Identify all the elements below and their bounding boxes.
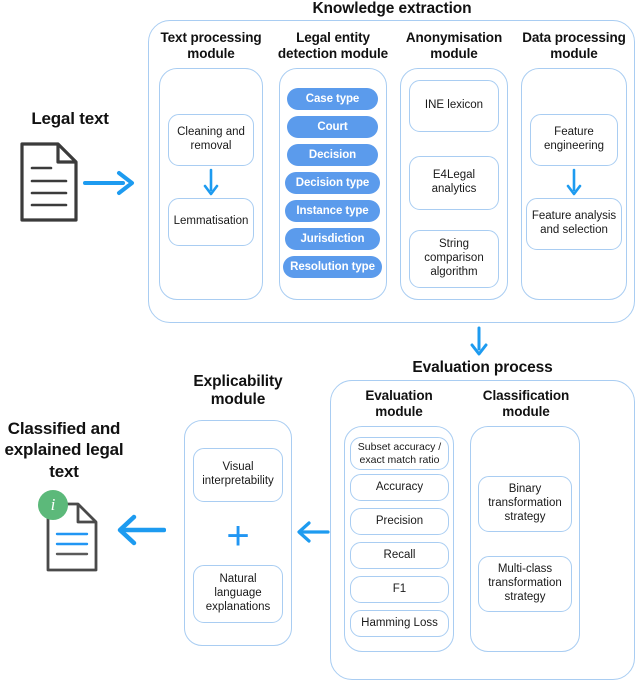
arrow-knowledge-to-evaluation-icon — [468, 326, 490, 358]
info-badge: i — [38, 490, 68, 520]
metric-accuracy[interactable]: Accuracy — [350, 474, 449, 501]
item-feature-engineering[interactable]: Feature engineering — [530, 114, 618, 166]
arrow-cleaning-to-lemmatisation-icon — [202, 168, 220, 198]
item-lemmatisation[interactable]: Lemmatisation — [168, 198, 254, 246]
explicability-module-title: Explicability module — [193, 373, 283, 409]
pill-court[interactable]: Court — [287, 116, 378, 138]
arrow-feature-engineering-to-analysis-icon — [565, 168, 583, 198]
pill-case-type[interactable]: Case type — [287, 88, 378, 110]
arrow-input-to-knowledge-icon — [83, 168, 135, 198]
module-title-data-processing: Data processing module — [522, 30, 626, 62]
item-e4legal-analytics[interactable]: E4Legal analytics — [409, 156, 499, 210]
evaluation-process-title: Evaluation process — [412, 359, 553, 376]
pill-decision-type[interactable]: Decision type — [285, 172, 380, 194]
pill-instance-type[interactable]: Instance type — [285, 200, 380, 222]
module-title-text-processing: Text processing module — [160, 30, 262, 62]
metric-precision[interactable]: Precision — [350, 508, 449, 535]
module-title-classification: Classification module — [482, 388, 570, 420]
module-classification[interactable] — [470, 426, 580, 652]
metric-hamming-loss[interactable]: Hamming Loss — [350, 610, 449, 637]
document-info-icon: i — [38, 490, 100, 574]
pill-jurisdiction[interactable]: Jurisdiction — [285, 228, 380, 250]
input-label: Legal text — [31, 109, 109, 128]
metric-recall[interactable]: Recall — [350, 542, 449, 569]
module-title-legal-entity-detection: Legal entity detection module — [277, 30, 389, 62]
explicability-combiner-plus: + — [226, 514, 250, 558]
item-string-comparison-algorithm[interactable]: String comparison algorithm — [409, 230, 499, 288]
document-icon — [18, 140, 80, 224]
module-title-anonymisation: Anonymisation module — [405, 30, 503, 62]
metric-f1[interactable]: F1 — [350, 576, 449, 603]
metric-subset-accuracy-exact-match-ratio[interactable]: Subset accuracy / exact match ratio — [350, 437, 449, 470]
strategy-binary-transformation[interactable]: Binary transformation strategy — [478, 476, 572, 532]
arrow-evaluation-to-explicability-icon — [296, 518, 330, 546]
module-title-evaluation: Evaluation module — [365, 388, 433, 420]
strategy-multi-class-transformation[interactable]: Multi-class transformation strategy — [478, 556, 572, 612]
item-natural-language-explanations[interactable]: Natural language explanations — [193, 565, 283, 623]
item-ine-lexicon[interactable]: INE lexicon — [409, 80, 499, 132]
pill-resolution-type[interactable]: Resolution type — [283, 256, 382, 278]
item-cleaning-and-removal[interactable]: Cleaning and removal — [168, 114, 254, 166]
arrow-explicability-to-output-icon — [110, 511, 166, 549]
output-label: Classified and explained legal text — [4, 419, 124, 481]
item-feature-analysis-and-selection[interactable]: Feature analysis and selection — [526, 198, 622, 250]
pill-decision[interactable]: Decision — [287, 144, 378, 166]
item-visual-interpretability[interactable]: Visual interpretability — [193, 448, 283, 502]
knowledge-extraction-title: Knowledge extraction — [312, 0, 472, 17]
